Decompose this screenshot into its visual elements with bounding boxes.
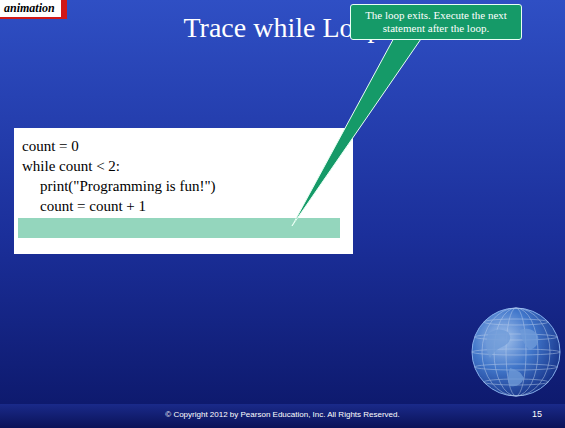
code-line: while count < 2: [22,156,345,176]
callout-text: The loop exits. Execute the next stateme… [357,9,515,35]
code-line: count = count + 1 [22,196,345,216]
code-line: count = 0 [22,136,345,156]
highlight-bar [18,218,340,238]
code-line: print("Programming is fun!") [22,176,345,196]
callout-pointer [292,36,423,226]
slide-number: 15 [512,409,542,419]
copyright-note: © Copyright 2012 by Pearson Education, I… [0,410,565,419]
callout-bubble: The loop exits. Execute the next stateme… [350,4,522,40]
animation-tab: animation [0,0,67,19]
tab-label: animation [4,1,55,15]
footer-band [0,404,565,428]
code-box: count = 0while count < 2:print("Programm… [14,128,353,254]
globe-illustration [472,308,560,396]
